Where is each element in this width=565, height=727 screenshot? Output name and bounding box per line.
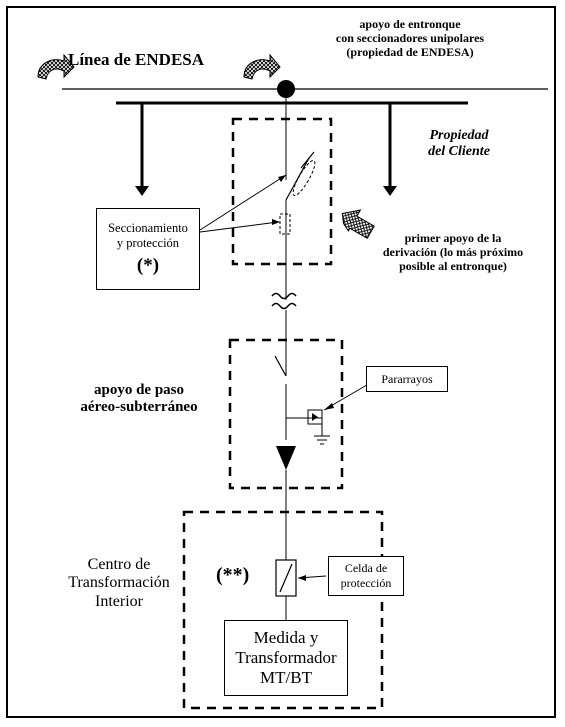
switch-symbol-icon [274,355,287,377]
junction-pole-label: apoyo de entronque con seccionadores uni… [335,17,485,59]
protection-cell-box: Celda de protección [328,556,404,596]
transformer-center-label: Centro de Transformación Interior [68,556,170,610]
hatched-block-arrow-icon [341,209,375,239]
first-pole-box [231,117,333,266]
ground-symbol-icon [314,435,330,445]
junction-pole-dot [277,80,295,98]
curved-hatched-arrow-icon [243,53,281,80]
cable-terminal [276,446,296,470]
line-break-squiggle [271,292,297,300]
sectioning-protection-box: Seccionamiento y protección (*) [96,208,200,290]
metering-transformer-box: Medida y Transformador MT/BT [224,620,348,696]
diagram-frame [6,6,556,718]
curved-hatched-arrow-icon [37,53,75,80]
left-down-arrow [135,186,149,196]
transformer-center-box [182,510,384,710]
endesa-line-label: Línea de ENDESA [68,50,205,69]
fuse-symbol [279,213,291,235]
transition-pole-label: apoyo de paso aéreo-subterráneo [80,382,198,416]
transition-pole-box [228,338,344,490]
disconnector-blade [285,157,310,201]
surge-arrester-box: Pararrayos [366,366,448,392]
double-asterisk-label: (**) [216,564,250,586]
client-property-label: Propiedad del Cliente [428,128,490,160]
first-pole-label: primer apoyo de la derivación (lo más pr… [382,231,524,273]
right-down-arrow [383,186,397,196]
